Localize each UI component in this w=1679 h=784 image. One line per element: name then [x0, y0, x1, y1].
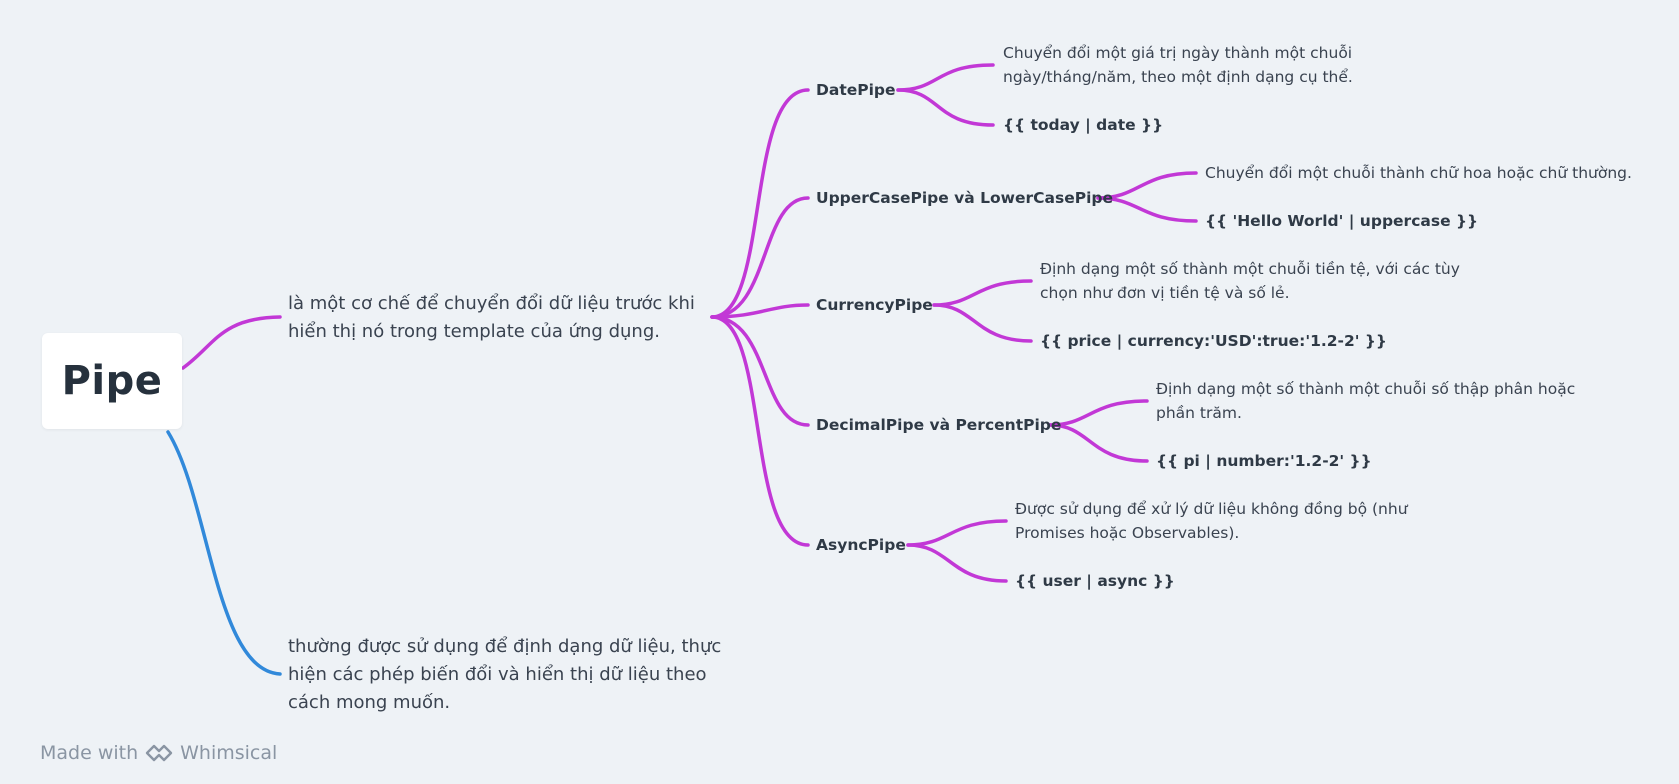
whimsical-brand: Whimsical	[180, 742, 278, 764]
pipe-node-datepipe[interactable]: DatePipe	[816, 81, 896, 99]
pipe-node-uppercasepipe[interactable]: UpperCasePipe và LowerCasePipe	[816, 189, 1113, 207]
edge-datepipe-desc	[896, 63, 995, 92]
edge-hub-datepipe	[710, 88, 810, 319]
edge-root-definition	[181, 315, 282, 370]
pipe-node-decimalpipe[interactable]: DecimalPipe và PercentPipe	[816, 416, 1062, 434]
edge-root-usage	[166, 430, 282, 676]
asyncpipe-example[interactable]: {{ user | async }}	[1015, 572, 1175, 590]
edge-currencypipe-desc	[932, 279, 1033, 307]
edge-decimalpipe-desc	[1048, 399, 1149, 427]
decimalpipe-example[interactable]: {{ pi | number:'1.2-2' }}	[1156, 452, 1372, 470]
asyncpipe-description[interactable]: Được sử dụng để xử lý dữ liệu không đồng…	[1015, 500, 1408, 542]
edge-asyncpipe-desc	[906, 519, 1008, 547]
currencypipe-description[interactable]: Định dạng một số thành một chuỗi tiền tệ…	[1040, 260, 1460, 302]
definition-node[interactable]: là một cơ chế để chuyển đổi dữ liệu trướ…	[288, 293, 695, 342]
datepipe-description[interactable]: Chuyển đổi một giá trị ngày thành một ch…	[1003, 44, 1353, 86]
edge-datepipe-example	[896, 88, 995, 127]
pipe-node-asyncpipe[interactable]: AsyncPipe	[816, 536, 906, 554]
uppercasepipe-example[interactable]: {{ 'Hello World' | uppercase }}	[1205, 212, 1479, 230]
root-node[interactable]: Pipe	[42, 333, 182, 429]
uppercasepipe-description[interactable]: Chuyển đổi một chuỗi thành chữ hoa hoặc …	[1205, 164, 1632, 182]
edge-hub-uppercasepipe	[710, 196, 810, 319]
made-with-footer[interactable]: Made with Whimsical	[40, 742, 277, 764]
edge-hub-decimalpipe	[710, 315, 810, 427]
edge-currencypipe-example	[932, 303, 1033, 343]
pipe-node-currencypipe[interactable]: CurrencyPipe	[816, 296, 933, 314]
decimalpipe-description[interactable]: Định dạng một số thành một chuỗi số thập…	[1156, 380, 1576, 422]
datepipe-example[interactable]: {{ today | date }}	[1003, 116, 1164, 134]
made-with-label: Made with	[40, 742, 139, 764]
root-title: Pipe	[61, 358, 163, 404]
currencypipe-example[interactable]: {{ price | currency:'USD':true:'1.2-2' }…	[1040, 332, 1387, 350]
whimsical-logo-icon	[144, 742, 174, 764]
edge-asyncpipe-example	[906, 543, 1008, 583]
edge-hub-asyncpipe	[710, 315, 810, 547]
edge-uppercasepipe-example	[1096, 196, 1198, 223]
usage-node[interactable]: thường được sử dụng để định dạng dữ liệu…	[288, 636, 722, 713]
edge-hub-currencypipe	[710, 303, 810, 319]
edge-decimalpipe-example	[1048, 423, 1149, 463]
